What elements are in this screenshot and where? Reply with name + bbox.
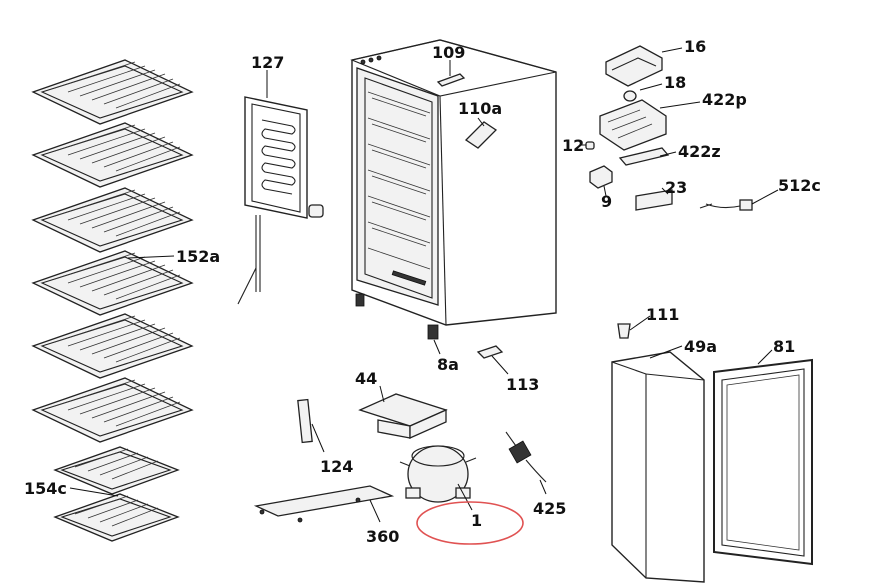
shelf-5 <box>31 313 194 379</box>
drawer-tray-1 <box>53 446 180 495</box>
label-49a: 49a <box>684 337 717 356</box>
label-16: 16 <box>684 37 706 56</box>
shelf-2 <box>31 122 194 188</box>
label-113: 113 <box>506 375 539 394</box>
label-1: 1 <box>471 511 482 530</box>
shelf-6 <box>31 377 194 443</box>
label-422p: 422p <box>702 90 747 109</box>
shelf-1 <box>31 59 194 125</box>
label-8a: 8a <box>437 355 459 374</box>
shelf-4 <box>31 250 194 316</box>
label-360: 360 <box>366 527 399 546</box>
part-labels: 16 18 422p 12 422z 9 23 512c 109 110a 12… <box>24 37 821 546</box>
label-12: 12 <box>562 136 584 155</box>
lower-parts <box>253 345 547 523</box>
label-9: 9 <box>601 192 612 211</box>
label-512c: 512c <box>778 176 821 195</box>
label-127: 127 <box>251 53 284 72</box>
shelves-group <box>31 59 194 542</box>
label-23: 23 <box>665 178 687 197</box>
back-panel-evaporator <box>237 96 324 305</box>
label-425: 425 <box>533 499 566 518</box>
door-assembly <box>611 323 813 583</box>
label-44: 44 <box>355 369 377 388</box>
compressor <box>399 445 477 503</box>
label-18: 18 <box>664 73 686 92</box>
label-110a: 110a <box>458 99 502 118</box>
label-109: 109 <box>432 43 465 62</box>
label-154c: 154c <box>24 479 67 498</box>
label-81: 81 <box>773 337 795 356</box>
label-124: 124 <box>320 457 353 476</box>
label-111: 111 <box>646 305 679 324</box>
leader-lines <box>69 47 779 523</box>
label-422z: 422z <box>678 142 721 161</box>
highlight-ellipse <box>416 501 524 545</box>
label-152a: 152a <box>176 247 220 266</box>
drawer-tray-2 <box>53 493 180 542</box>
shelf-3 <box>31 187 194 253</box>
control-parts <box>585 45 753 211</box>
refrigerator-cabinet <box>350 39 557 340</box>
